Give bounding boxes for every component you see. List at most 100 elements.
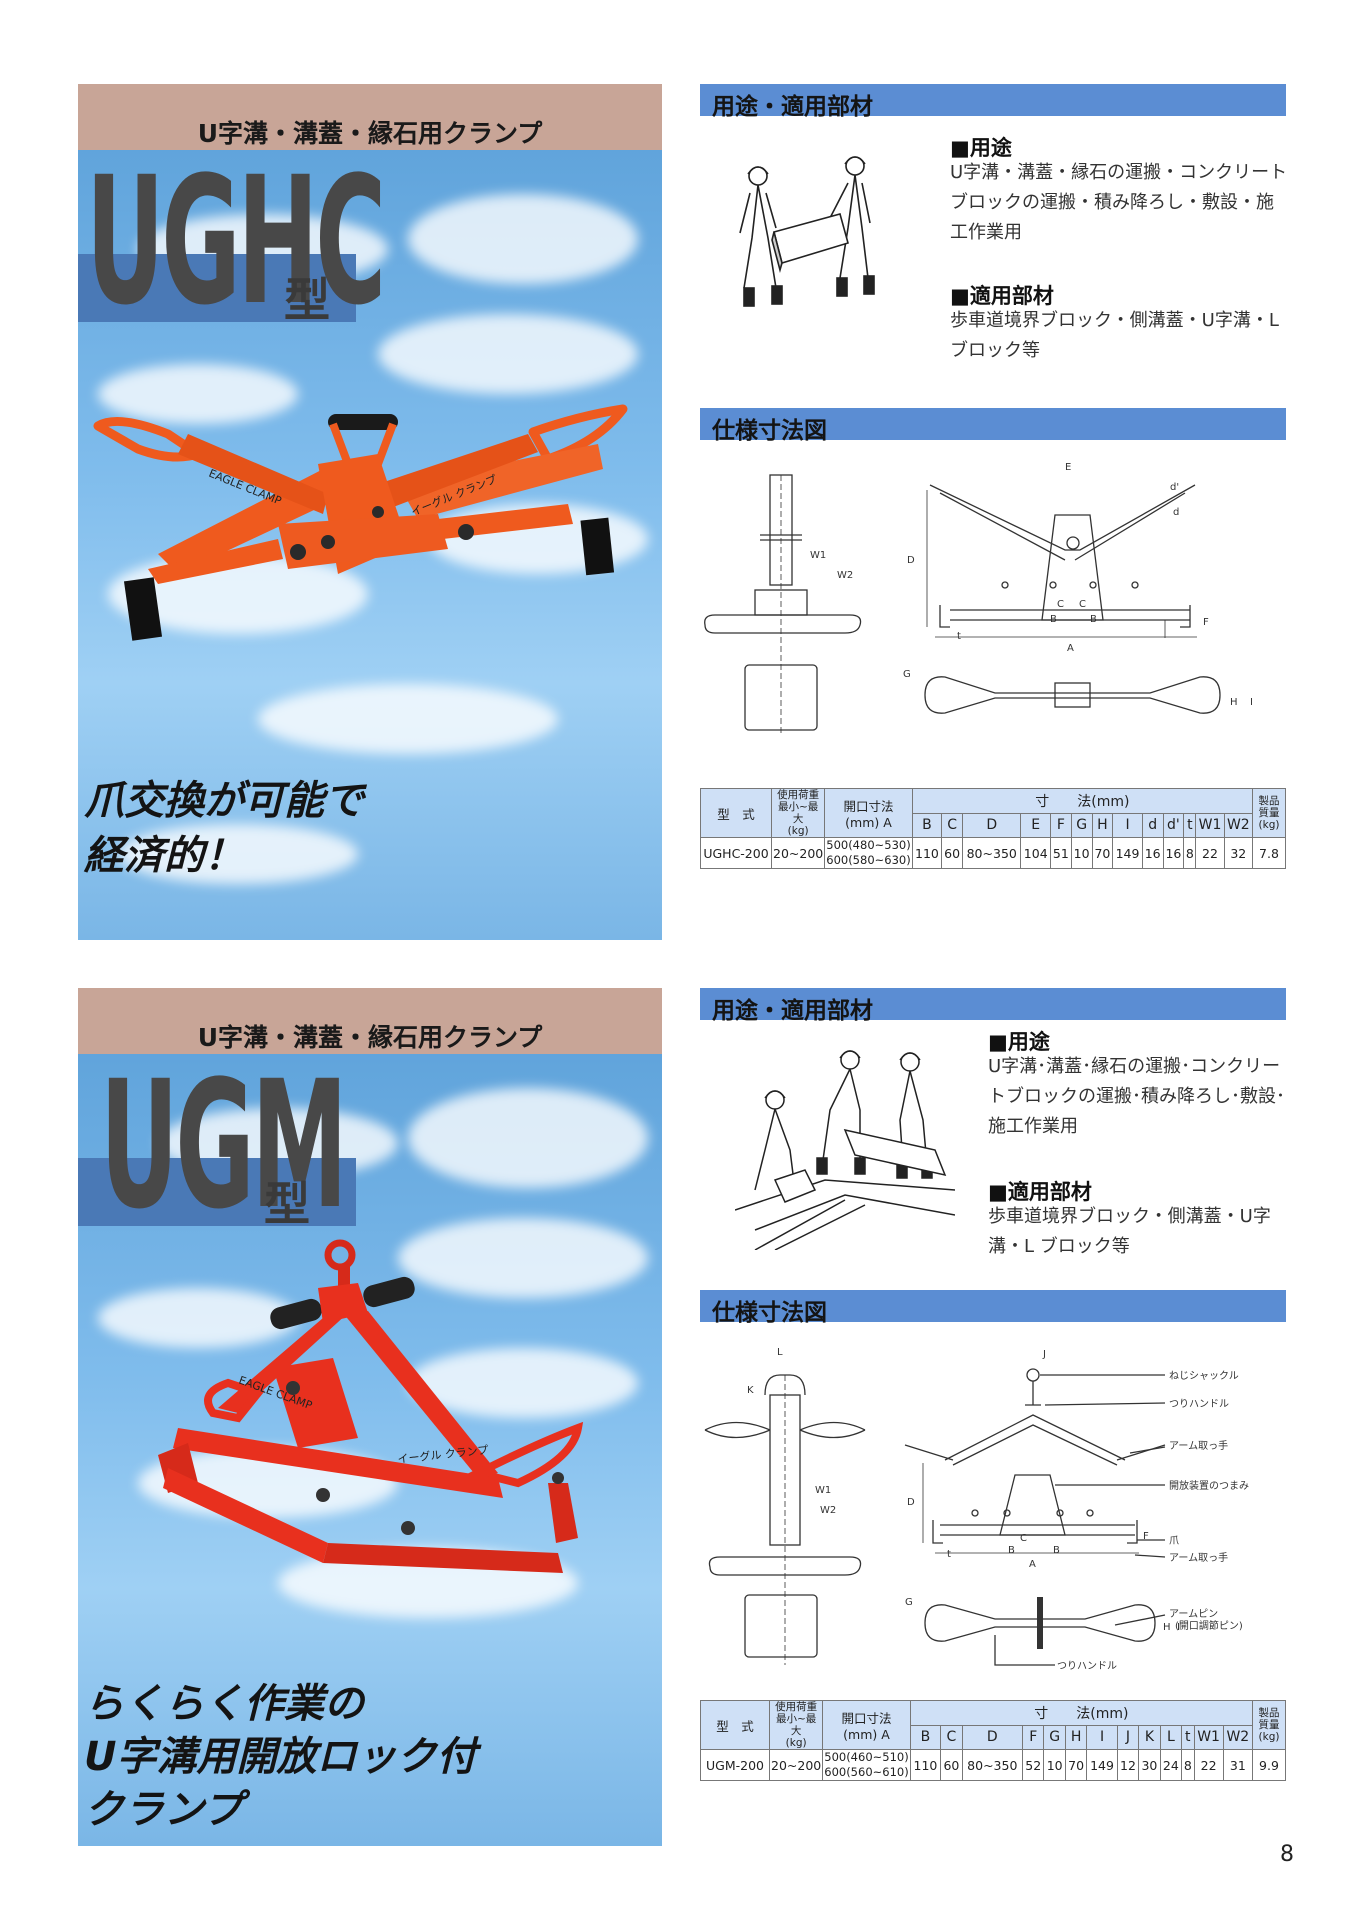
dim-label: C [1079,599,1086,610]
usage-text: U字溝･溝蓋･縁石の運搬･コンクリー トブロックの運搬･積み降ろし･敷設･ 施工… [988,1052,1285,1142]
usage-heading: ■用途 [950,136,1012,160]
col-opening-line: (mm) A [845,815,892,830]
cell-dim: 31 [1222,1749,1254,1781]
cell-load: 20~200 [770,837,826,869]
cell-dim: 110 [909,1749,942,1781]
dim-label: I [1177,1622,1180,1633]
callout-label: アーム取っ手 [1169,1439,1228,1452]
dim-label: E [1065,462,1071,473]
callout-label: 爪 [1169,1536,1179,1547]
section-header-spec: 仕様寸法図 [700,408,1286,444]
model-background [78,1158,356,1226]
dim-header: G [1043,1724,1066,1750]
col-weight-line: 質量 [1258,807,1280,819]
col-opening-line: 開口寸法 [843,799,894,814]
dim-label: B [1090,614,1097,625]
slogan: らくらく作業の U字溝用開放ロック付 クランプ [84,1678,476,1837]
dim-header: H [1064,1724,1088,1750]
model-name: UGM [100,1043,348,1248]
cell-opening-line: 600(580~630) [826,853,911,867]
dim-header: C [940,1724,963,1750]
cell-load: 20~200 [768,1749,824,1781]
dim-label: d' [1170,482,1179,493]
dim-header: W2 [1223,812,1254,838]
dim-header: B [909,1724,942,1750]
ugm-product-panel: U字溝・溝蓋・縁石用クランプ UGM 型 EAGLE CLAMP イーグル クラ… [78,988,662,1846]
dim-label: C [1057,599,1064,610]
dim-label: W1 [810,550,826,561]
callout-label: ねじシャックル [1169,1370,1239,1382]
cell-dim: 149 [1086,1749,1118,1781]
usage-line: ブロックの運搬・積み降ろし・敷設・施 [950,192,1274,213]
dim-label: B [1053,1545,1060,1556]
cell-dim: 32 [1223,837,1254,869]
cell-dim: 149 [1112,837,1143,869]
dim-header: W2 [1222,1724,1254,1750]
usage-text: U字溝・溝蓋・縁石の運搬・コンクリート ブロックの運搬・積み降ろし・敷設・施 工… [950,158,1287,248]
col-load-line: 使用荷重 [777,789,820,801]
dim-label: I [1250,697,1253,708]
cell-weight: 9.9 [1252,1749,1286,1781]
ughc-clamp-photo: EAGLE CLAMP イーグル クランプ [93,404,628,641]
workers-carrying-illustration [739,156,875,307]
workers-installing-illustration [735,1050,955,1250]
dim-label: t [957,631,961,642]
cell-dim: 60 [940,1749,963,1781]
dim-header: d' [1162,812,1185,838]
ugm-clamp-photo: EAGLE CLAMP イーグル クランプ [158,1239,584,1573]
materials-heading: ■適用部材 [988,1180,1092,1204]
col-dims: 寸 法(mm) [911,788,1254,814]
dim-label: W2 [820,1505,836,1516]
cell-dim: 16 [1162,837,1185,869]
col-opening-line: (mm) A [843,1727,890,1742]
table-row: UGM-200 20~200 500(460~510) 600(560~610)… [700,1749,1286,1781]
dim-header: I [1112,812,1143,838]
materials-heading: ■適用部材 [950,284,1054,308]
dim-label: J [1042,1349,1046,1360]
ughc-spec-table: 型 式 使用荷重 最小~最大 (kg) 開口寸法 (mm) A 寸 法(mm) … [700,788,1286,869]
callout-label: アームピン [1169,1608,1218,1620]
col-weight-line: (kg) [1258,819,1280,831]
materials-line: 溝・L ブロック等 [988,1236,1130,1257]
cell-weight: 7.8 [1252,837,1286,869]
section-title: 用途・適用部材 [712,94,873,120]
usage-line: U字溝・溝蓋・縁石の運搬・コンクリート [950,162,1288,183]
col-opening: 開口寸法 (mm) A [824,788,913,838]
dim-header: F [1021,1724,1045,1750]
col-weight: 製品 質量 (kg) [1252,1700,1286,1750]
dim-label: G [905,1597,913,1608]
col-load: 使用荷重 最小~最大 (kg) [768,1700,824,1750]
dim-header: W1 [1193,1724,1224,1750]
dim-header: I [1086,1724,1118,1750]
callout-label: アーム取っ手 [1169,1551,1228,1564]
cell-dim: 104 [1020,837,1051,869]
dim-label: d [1173,507,1179,518]
col-weight: 製品 質量 (kg) [1252,788,1286,838]
cell-opening-line: 500(480~530) [826,838,911,852]
model-name: UGHC [86,139,386,344]
col-load-line: (kg) [785,1737,807,1749]
dim-label: A [1067,643,1074,654]
cell-dim: 10 [1070,837,1093,869]
usage-line: 工作業用 [950,222,1022,243]
cell-dim: 22 [1193,1749,1224,1781]
dim-label: B [1008,1545,1015,1556]
dim-header: L [1159,1724,1183,1750]
section-title: 仕様寸法図 [712,418,827,444]
cell-opening-line: 600(560~610) [824,1765,909,1779]
cell-dim: 8 [1181,1749,1195,1781]
cell-dim: 10 [1043,1749,1066,1781]
cell-model: UGM-200 [700,1749,770,1781]
callout-label: 開放装置のつまみ [1169,1479,1249,1492]
col-load: 使用荷重 最小~最大 (kg) [770,788,826,838]
dim-header: B [911,812,943,838]
cell-dim: 30 [1138,1749,1161,1781]
col-load-line: 最小~最大 [775,1713,817,1737]
dim-label: H [1163,1622,1171,1633]
cell-dim: 16 [1141,837,1164,869]
dim-label: F [1143,1531,1149,1542]
dim-header: t [1181,1724,1195,1750]
table-row: UGHC-200 20~200 500(480~530) 600(580~630… [700,837,1286,869]
model-type-suffix: 型 [284,273,330,327]
dim-header: W1 [1195,812,1225,838]
